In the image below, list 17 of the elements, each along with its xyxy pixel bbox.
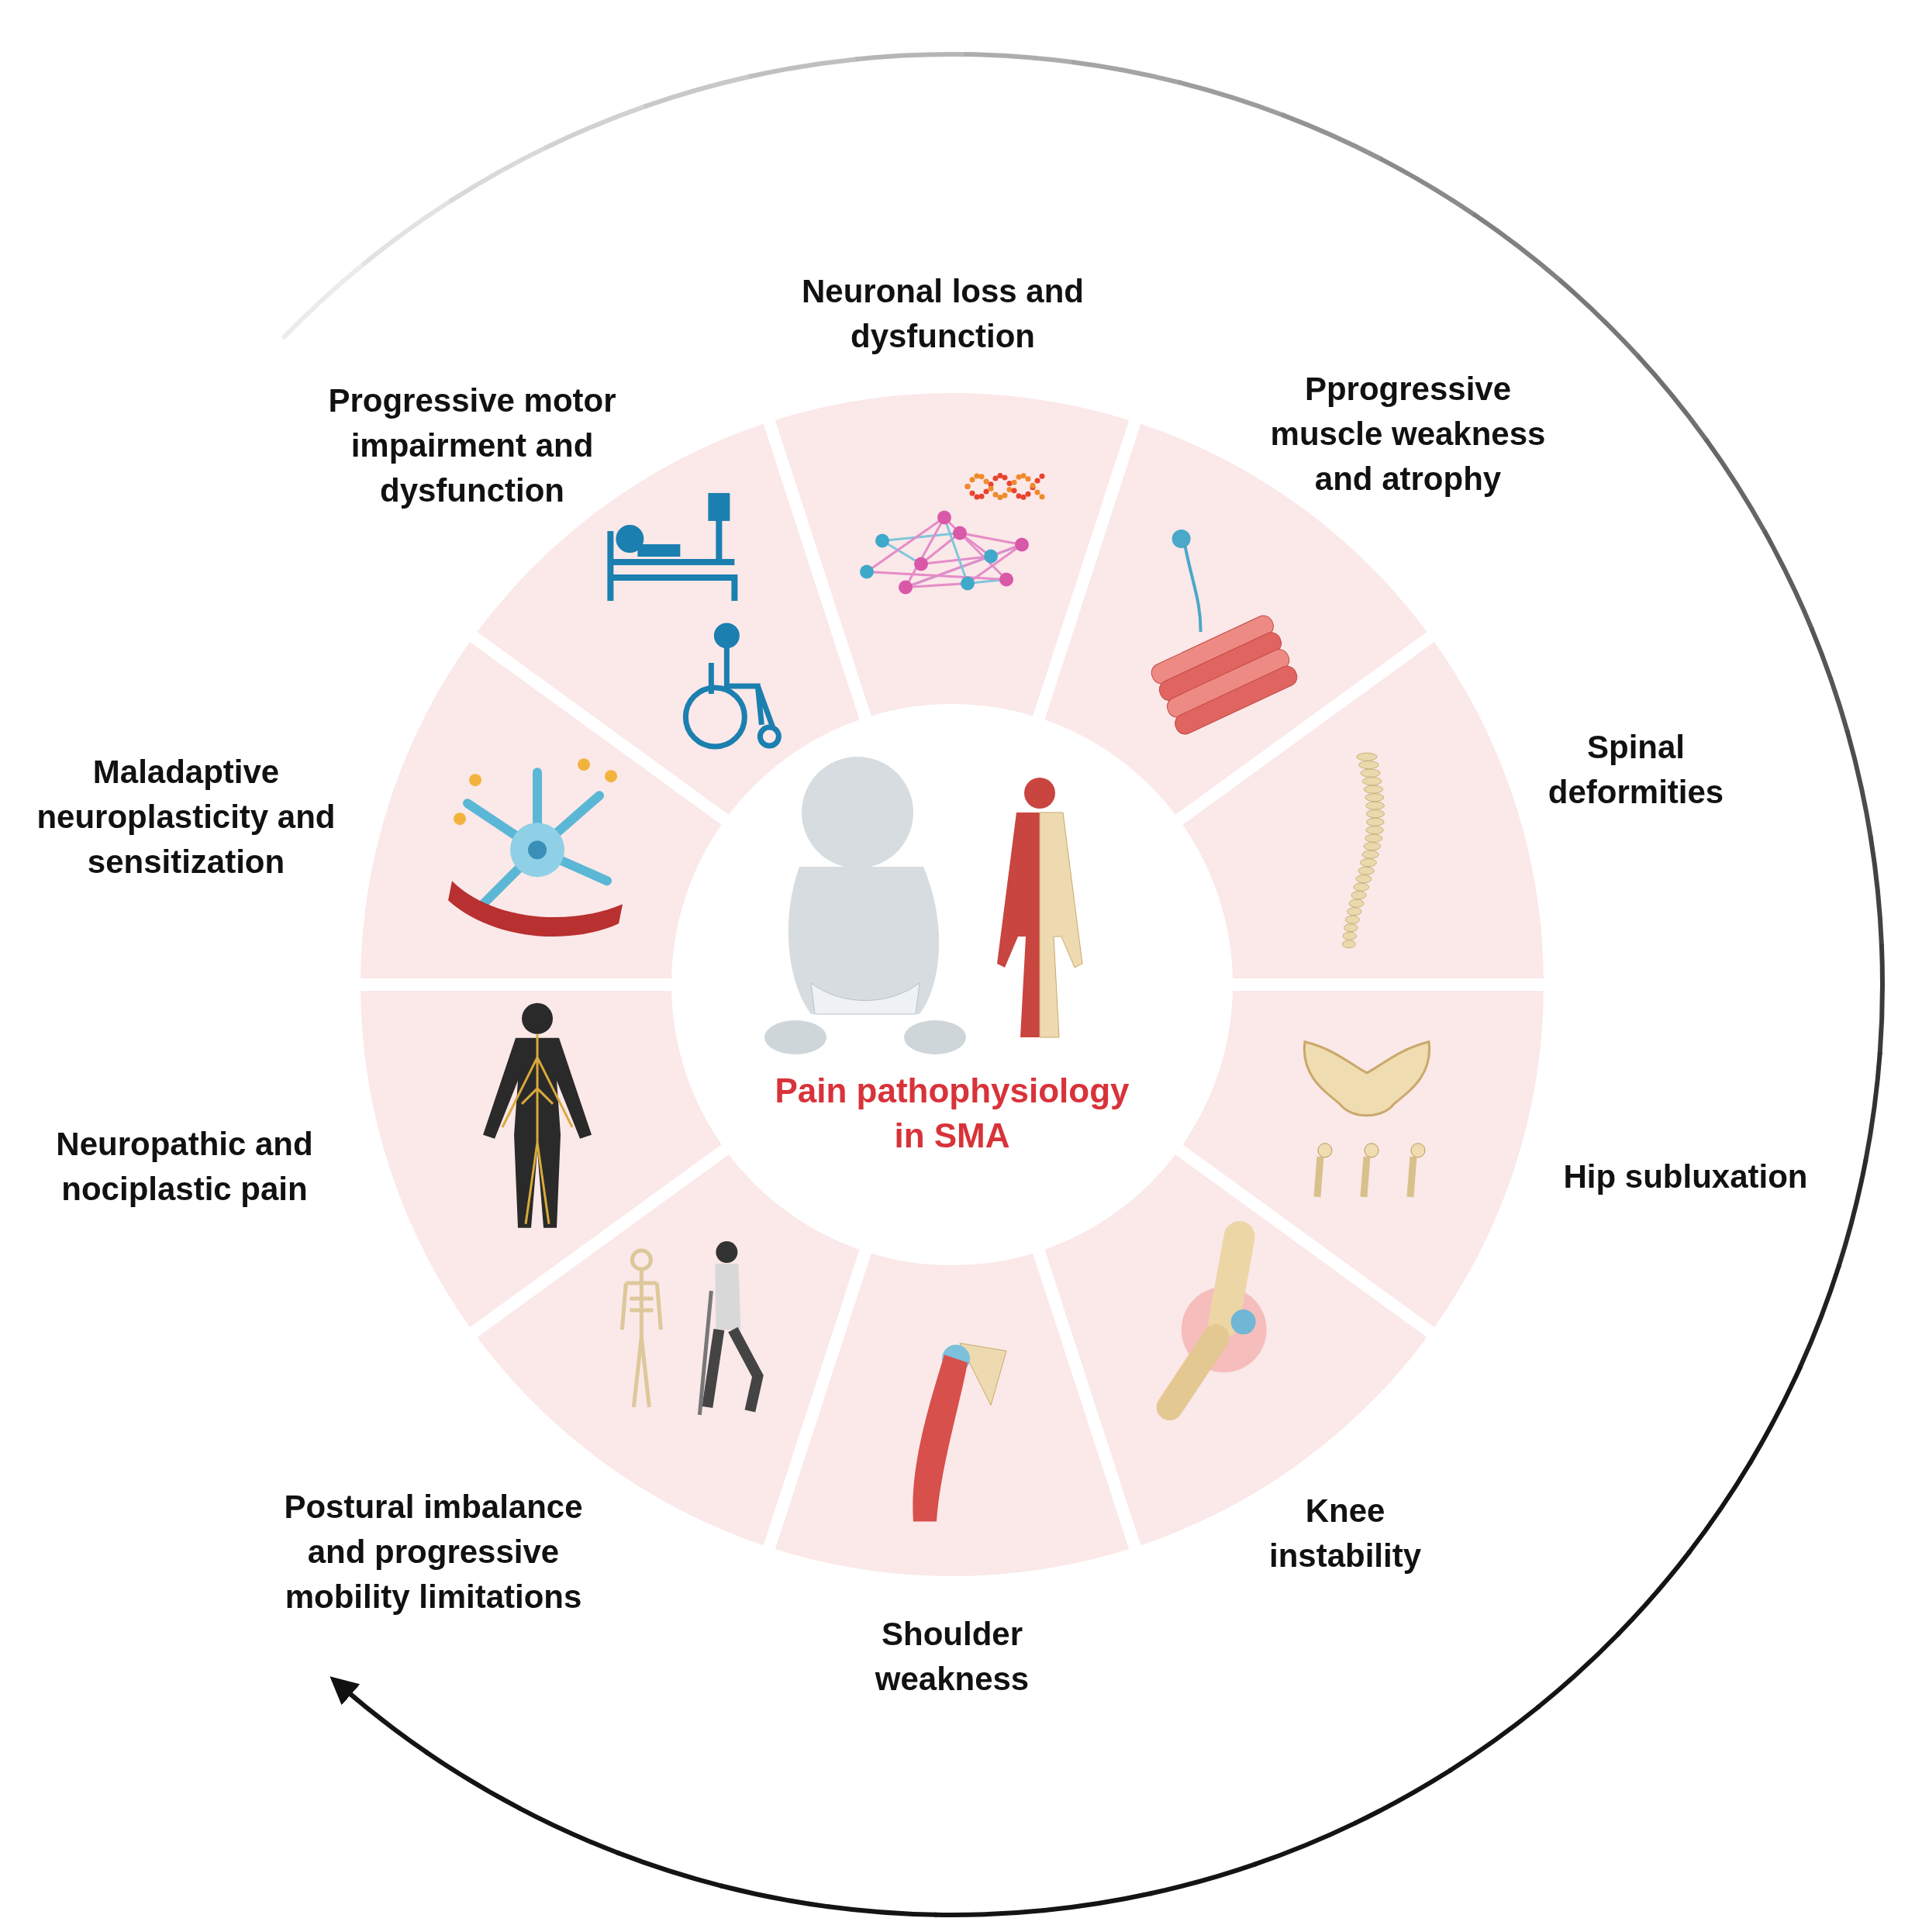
- segment-label: Progressive motor impairment and dysfunction: [327, 381, 617, 510]
- segment-label: Knee instability: [1268, 1492, 1422, 1575]
- ring-segment: [361, 991, 722, 1327]
- ring-segment: [361, 642, 722, 978]
- center-title: Pain pathophysiology in SMA: [774, 1071, 1130, 1156]
- segment-label: Neuropathic and nociplastic pain: [55, 1125, 314, 1209]
- ring-segment: [1182, 991, 1544, 1327]
- segment-label: Pprogressive muscle weakness and atrophy: [1269, 370, 1547, 499]
- ring-segment: [775, 394, 1130, 716]
- segment-label: Maladaptive neuroplasticity and sensitization: [36, 753, 336, 881]
- segment-label: Hip subluxation: [1562, 1157, 1809, 1196]
- segment-label: Spinal deformities: [1547, 728, 1725, 812]
- segment-label: Shoulder weakness: [874, 1615, 1030, 1699]
- segment-label: Neuronal loss and dysfunction: [800, 272, 1085, 356]
- ring-segment: [775, 1253, 1130, 1575]
- ring-segment: [1182, 642, 1544, 978]
- segment-label: Postural imbalance and progressive mobility limitations: [283, 1488, 584, 1616]
